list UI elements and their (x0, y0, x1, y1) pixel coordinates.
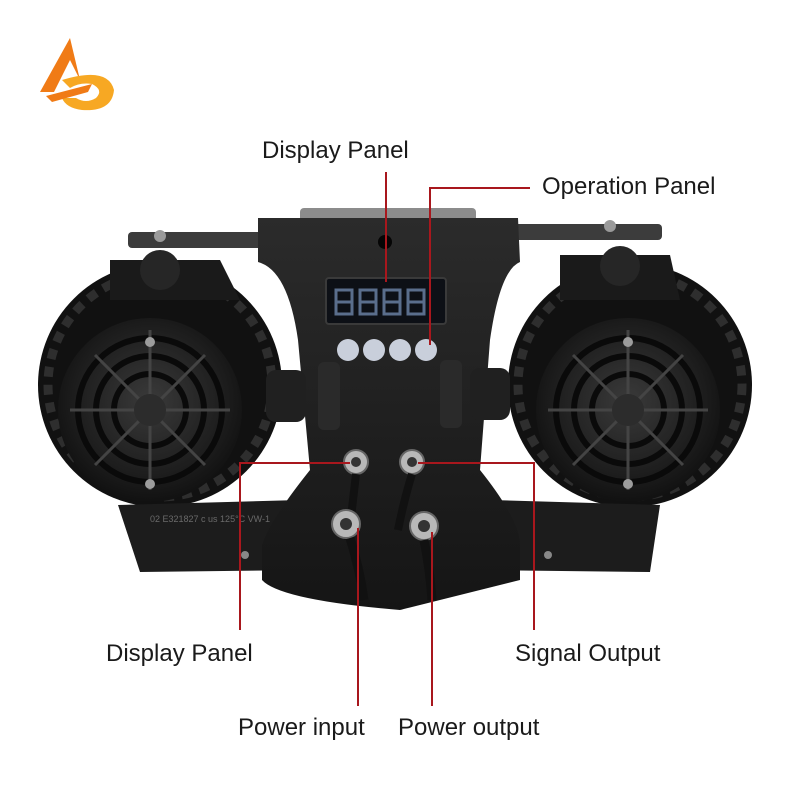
leader-operation (429, 187, 530, 345)
leader-display-left (239, 462, 350, 630)
right-motor (508, 246, 752, 507)
callout-display-panel-left: Display Panel (106, 640, 253, 667)
callout-signal-output: Signal Output (515, 640, 661, 667)
callout-power-input: Power input (238, 714, 365, 741)
leader-lines (239, 172, 535, 706)
leader-signal-output (418, 462, 535, 630)
connector-signal-out (394, 449, 425, 531)
svg-text:02 E321827 c us 125°C VW-1: 02 E321827 c us 125°C VW-1 (150, 514, 270, 524)
callout-operation-panel: Operation Panel (542, 173, 716, 200)
operation-buttons (337, 339, 437, 361)
callout-display-panel-top: Display Panel (262, 137, 409, 164)
control-body (258, 218, 520, 610)
callout-power-output: Power output (398, 714, 540, 741)
display-window (325, 277, 447, 325)
logo-icon (40, 38, 114, 111)
left-motor (38, 250, 282, 507)
